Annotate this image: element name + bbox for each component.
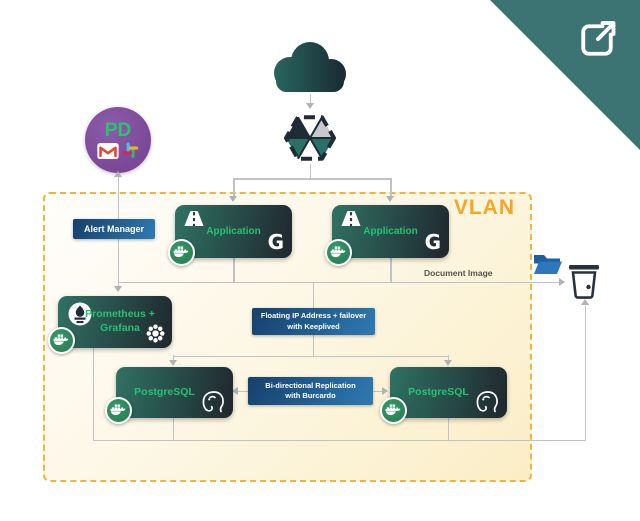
docker-whale-icon bbox=[110, 404, 126, 416]
docker-badge bbox=[47, 326, 75, 354]
connector-line bbox=[238, 390, 248, 392]
arrowhead bbox=[229, 196, 237, 202]
node-label: Application bbox=[363, 226, 418, 237]
node-label-line2: with Burcardo bbox=[285, 391, 336, 400]
folder-icon bbox=[534, 255, 562, 274]
connector-line bbox=[312, 335, 314, 356]
connector-line bbox=[92, 348, 94, 440]
connector-line bbox=[312, 282, 314, 308]
connector-line bbox=[92, 439, 586, 441]
node-prometheus-grafana: Prometheus + Grafana bbox=[58, 296, 172, 348]
road-icon bbox=[184, 211, 204, 226]
node-label-line2: with Keeplived bbox=[287, 321, 340, 331]
connector-line bbox=[117, 239, 119, 287]
docker-whale-icon bbox=[53, 334, 69, 346]
node-application-1: Application G bbox=[175, 205, 292, 258]
node-label: PostgreSQL bbox=[134, 385, 195, 398]
arrowhead bbox=[382, 386, 388, 395]
connector-line bbox=[584, 306, 586, 440]
node-application-2: Application G bbox=[332, 205, 449, 258]
arrowhead bbox=[443, 360, 452, 366]
arrowhead bbox=[113, 171, 122, 177]
connector-line bbox=[390, 178, 392, 197]
docker-whale-icon bbox=[385, 404, 401, 416]
node-label: Application bbox=[206, 226, 261, 237]
node-label-line1: Bi-directional Replication bbox=[265, 380, 356, 390]
docker-whale-icon bbox=[173, 246, 189, 258]
arrowhead bbox=[559, 277, 565, 286]
connector-line bbox=[172, 418, 174, 440]
node-floating-ip: Floating IP Address + failover with Keep… bbox=[252, 308, 375, 335]
node-postgresql-1: PostgreSQL bbox=[116, 367, 233, 418]
road-icon bbox=[341, 211, 361, 226]
node-label: PostgreSQL bbox=[408, 385, 469, 398]
connector-line bbox=[447, 417, 449, 440]
grafana-icon bbox=[146, 324, 165, 343]
docker-badge bbox=[324, 238, 352, 266]
node-label: Alert Manager bbox=[83, 224, 145, 234]
arrowhead bbox=[168, 360, 177, 366]
postgresql-icon bbox=[476, 391, 498, 413]
connector-line bbox=[390, 258, 392, 282]
cloud-icon bbox=[274, 42, 346, 92]
arrowhead bbox=[113, 286, 122, 292]
mesh-cube-icon bbox=[284, 115, 336, 161]
document-image-label: Document Image bbox=[424, 268, 493, 278]
node-replication: Bi-directional Replication with Burcardo bbox=[248, 377, 373, 405]
node-alert-manager: Alert Manager bbox=[73, 219, 155, 239]
docker-badge bbox=[104, 396, 132, 424]
pagerduty-logo: PD bbox=[104, 120, 132, 141]
connector-line bbox=[309, 164, 311, 178]
connector-line bbox=[373, 390, 383, 392]
arrowhead bbox=[580, 299, 589, 305]
connector-line bbox=[172, 355, 449, 357]
arrowhead bbox=[305, 103, 314, 109]
arrowhead bbox=[232, 386, 238, 395]
docker-badge bbox=[167, 238, 195, 266]
gmail-icon bbox=[97, 142, 119, 159]
node-postgresql-2: PostgreSQL bbox=[390, 367, 507, 418]
external-link-icon[interactable] bbox=[575, 18, 619, 62]
connector-line bbox=[447, 355, 449, 361]
docker-whale-icon bbox=[330, 246, 346, 258]
node-label-line1: Floating IP Address + failover bbox=[260, 311, 367, 320]
g-runtime-icon: G bbox=[424, 230, 441, 254]
arrowhead bbox=[386, 196, 394, 202]
postgresql-icon bbox=[202, 391, 224, 413]
connector-line bbox=[172, 355, 174, 361]
slack-icon bbox=[122, 142, 139, 158]
connector-line bbox=[233, 178, 390, 180]
connector-line bbox=[233, 258, 235, 282]
trash-icon bbox=[569, 265, 599, 299]
node-label: Prometheus + Grafana bbox=[85, 308, 155, 334]
vlan-label: VLAN bbox=[453, 196, 515, 219]
connector-line bbox=[117, 177, 119, 219]
notification-channels: PD bbox=[85, 107, 151, 173]
g-runtime-icon: G bbox=[267, 230, 284, 254]
connector-line bbox=[233, 178, 235, 197]
connector-line bbox=[117, 281, 561, 283]
prometheus-icon bbox=[68, 302, 92, 326]
docker-badge bbox=[379, 396, 407, 424]
connector-line bbox=[309, 94, 311, 105]
